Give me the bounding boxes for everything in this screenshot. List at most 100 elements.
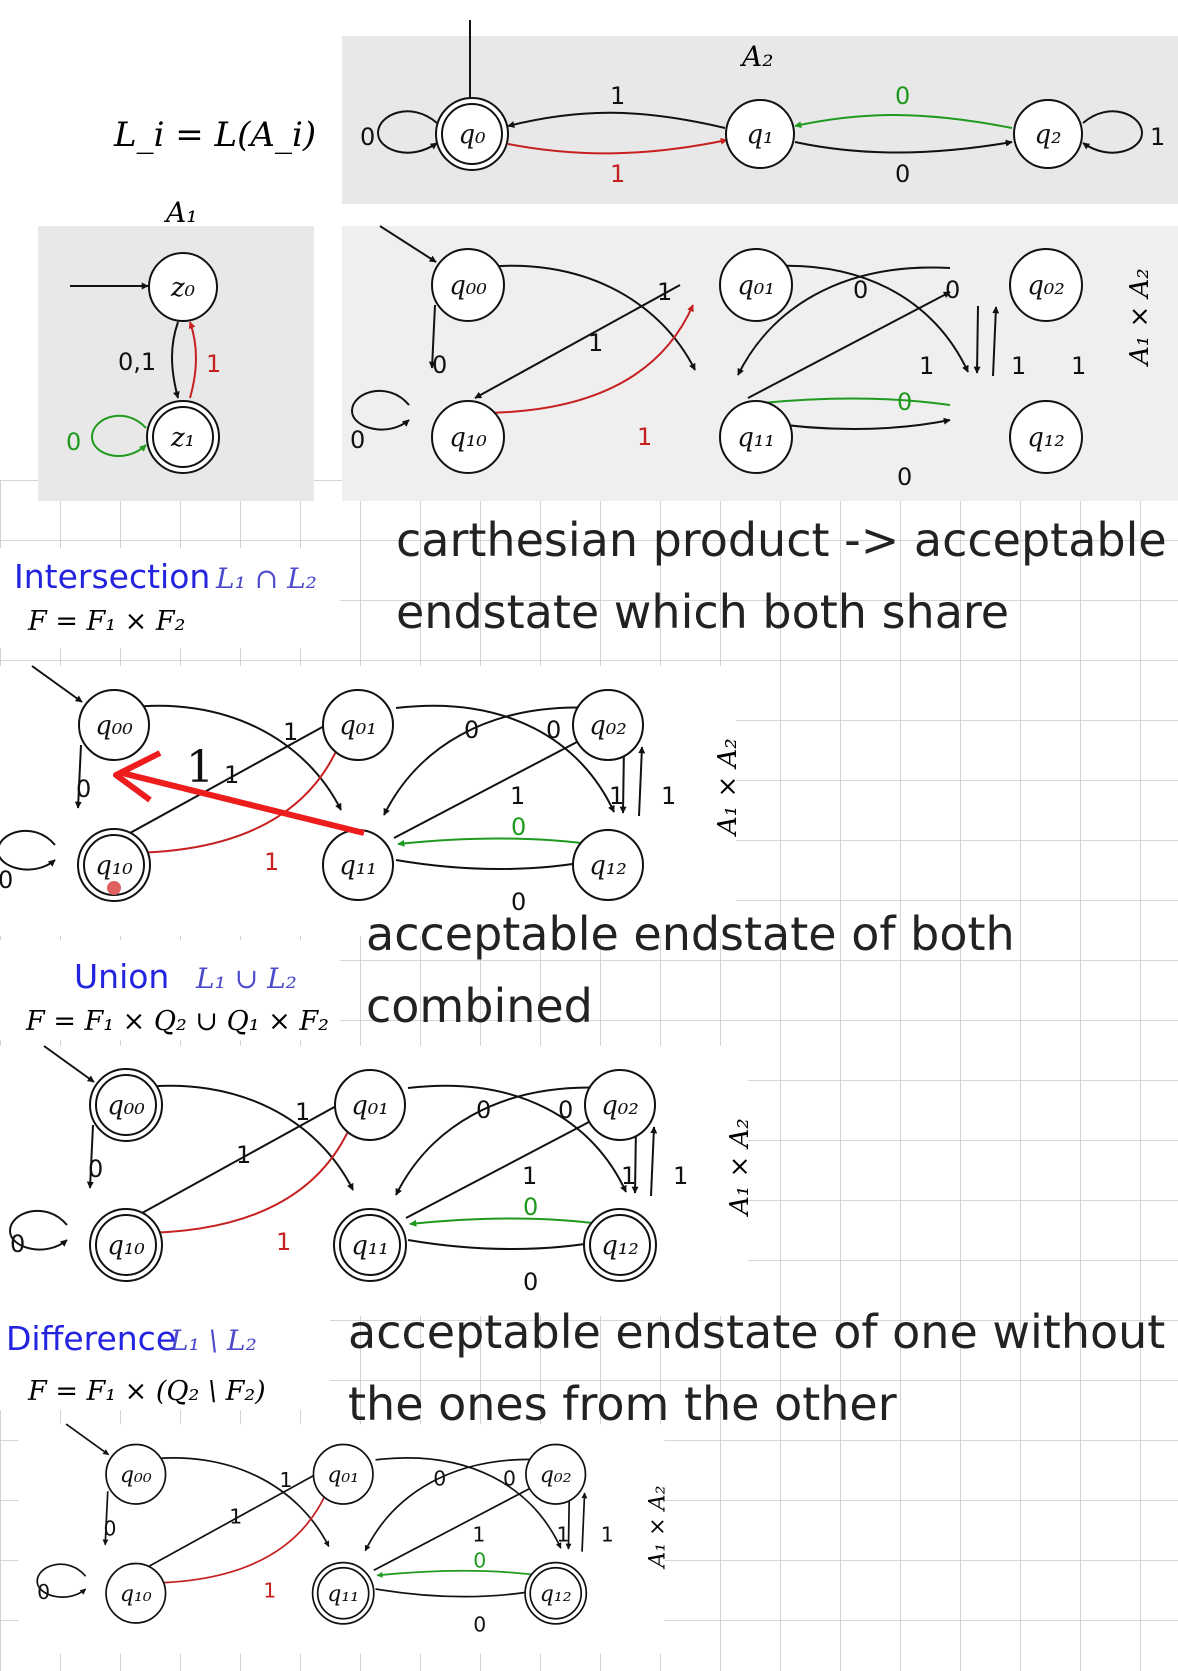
u-product-side: A₁ × A₂ <box>725 1118 755 1217</box>
d-edge-label-00-11: 1 <box>279 1468 292 1492</box>
u-state-q01: q₀₁ <box>351 1091 389 1121</box>
a2-state-q2-label: q₂ <box>1034 120 1061 150</box>
difference-note-line2: the ones from the other <box>348 1377 897 1431</box>
d-state-q12: q₁₂ <box>540 1581 572 1607</box>
edge-label-02-11: 0 <box>945 276 960 304</box>
product-top-start-arrow <box>379 225 437 263</box>
a2-label-loop2: 1 <box>1150 123 1165 151</box>
state-q12 <box>1009 400 1083 474</box>
u-edge-label-loop10: 0 <box>10 1230 25 1258</box>
product-union: 0 0 1 1 1 0 0 1 1 1 0 0 q₀₀ q₀₁ q₀₂ q₁₀ … <box>0 1045 755 1316</box>
d-state-q11: q₁₁ <box>327 1581 359 1607</box>
edge-label-00-11: 1 <box>657 278 672 306</box>
u-edge-label-12-02: 1 <box>621 1162 636 1190</box>
state-q12-label: q₁₂ <box>1027 423 1065 453</box>
difference-section: Difference L₁ \ L₂ F = F₁ × (Q₂ \ F₂) ac… <box>0 1305 1165 1654</box>
product-title: A₁ × A₂ <box>1125 268 1155 367</box>
state-q01 <box>719 248 793 322</box>
u-edge-label-00-11: 1 <box>295 1098 310 1126</box>
i-edge-label-11-12: 0 <box>511 888 526 916</box>
accept-dot <box>107 881 121 895</box>
intersection-title: Intersection <box>14 557 210 596</box>
a2-state-q0 <box>435 97 509 171</box>
union-note-line1: acceptable endstate of both <box>366 907 1015 961</box>
u-edge-label-02-11: 0 <box>558 1096 573 1124</box>
d-state-q02: q₀₂ <box>540 1462 572 1488</box>
i-state-q10: q₁₀ <box>95 851 133 881</box>
i-edge-label-00-10: 0 <box>76 775 91 803</box>
a1-label-down: 0,1 <box>118 348 156 376</box>
a2-label-q1q0: 1 <box>610 82 625 110</box>
a1-title: A₁ <box>163 196 197 229</box>
difference-title: Difference <box>6 1319 176 1358</box>
i-edge-label-02-12: 1 <box>661 782 676 810</box>
a2-state-q0-label: q₀ <box>458 120 486 150</box>
language-definition: L_i = L(A_i) <box>113 115 316 155</box>
edge-label-12-11: 0 <box>897 388 912 416</box>
i-edge-label-00-11: 1 <box>283 718 298 746</box>
product-intersection: 0 0 1 1 1 0 0 1 1 1 0 0 q₀₀ q₀₁ q₀₂ q₁₀ … <box>0 665 743 936</box>
product-top: 0 0 1 1 1 0 0 1 1 1 0 0 q₀₀ q₀₁ q₀₂ q₁₀ … <box>350 225 1155 491</box>
difference-formula: F = F₁ × (Q₂ \ F₂) <box>27 1376 266 1407</box>
i-edge-label-12-11: 0 <box>511 813 526 841</box>
d-edge-label-01-10: 1 <box>229 1505 242 1529</box>
intersection-lang: L₁ ∩ L₂ <box>215 562 317 595</box>
a2-state-q1 <box>725 99 795 169</box>
i-state-q11: q₁₁ <box>339 851 377 881</box>
a2-label-loop0: 0 <box>360 123 375 151</box>
i-edge-label-11-02: 1 <box>510 782 525 810</box>
difference-lang: L₁ \ L₂ <box>169 1324 257 1357</box>
intersection-note-line2: endstate which both share <box>396 585 1009 639</box>
red-annotation-arrowhead <box>113 750 162 803</box>
union-note-line2: combined <box>366 979 593 1033</box>
state-q02 <box>1009 248 1083 322</box>
d-edge-label-11-12: 0 <box>473 1613 486 1637</box>
u-state-q11: q₁₁ <box>351 1231 389 1261</box>
i-state-q02: q₀₂ <box>589 711 627 741</box>
a1-loop-z1 <box>90 414 147 458</box>
a1-label-up: 1 <box>206 350 221 378</box>
i-edge-label-01-10: 1 <box>224 761 239 789</box>
edge-label-02-12: 1 <box>1071 352 1086 380</box>
a1-state-z0-label: z₀ <box>170 273 196 303</box>
state-q11 <box>719 400 793 474</box>
a2-loop-q0 <box>376 110 438 154</box>
edge-label-11-12: 0 <box>897 463 912 491</box>
u-state-q02: q₀₂ <box>601 1091 639 1121</box>
u-edge-label-01-12: 0 <box>476 1096 491 1124</box>
a1-label-loop: 0 <box>66 428 81 456</box>
state-q10 <box>431 400 505 474</box>
d-edge-label-11-02: 1 <box>472 1522 485 1546</box>
d-edge-label-00-10: 0 <box>103 1516 116 1540</box>
a1-state-z1 <box>146 400 220 474</box>
a2-label-q0q1: 1 <box>610 160 625 188</box>
i-state-q01: q₀₁ <box>339 711 377 741</box>
intersection-note-line1: carthesian product -> acceptable <box>396 513 1167 567</box>
edge-label-12-02: 1 <box>1011 352 1026 380</box>
edge-label-01-12: 0 <box>853 276 868 304</box>
state-q01-label: q₀₁ <box>737 271 775 301</box>
u-edge-label-01-10: 1 <box>236 1141 251 1169</box>
u-edge-label-11-12: 0 <box>523 1268 538 1296</box>
d-state-q10: q₁₀ <box>120 1581 152 1607</box>
union-section: Union L₁ ∪ L₂ F = F₁ × Q₂ ∪ Q₁ × F₂ acce… <box>0 907 1015 1316</box>
edge-label-00-10: 0 <box>432 351 447 379</box>
u-edge-label-11-02: 1 <box>522 1162 537 1190</box>
i-state-q00: q₀₀ <box>95 711 133 741</box>
a2-state-q1-label: q₁ <box>746 120 773 150</box>
union-title: Union <box>74 957 169 996</box>
a2-state-q2 <box>1013 99 1083 169</box>
edge-label-10-01: 1 <box>637 423 652 451</box>
union-formula: F = F₁ × Q₂ ∪ Q₁ × F₂ <box>25 1006 329 1037</box>
a2-title: A₂ <box>739 40 773 73</box>
d-edge-label-12-02: 1 <box>557 1522 570 1546</box>
i-edge-label-01-12: 0 <box>464 716 479 744</box>
i-state-q12: q₁₂ <box>589 851 627 881</box>
union-lang: L₁ ∪ L₂ <box>195 962 297 995</box>
automaton-a1: 0,1 1 0 z₀ z₁ <box>66 252 221 474</box>
u-state-q00: q₀₀ <box>107 1091 145 1121</box>
d-edge-label-02-12: 1 <box>601 1522 614 1546</box>
u-edge-label-02-12: 1 <box>673 1162 688 1190</box>
edge-label-loop10: 0 <box>350 426 365 454</box>
